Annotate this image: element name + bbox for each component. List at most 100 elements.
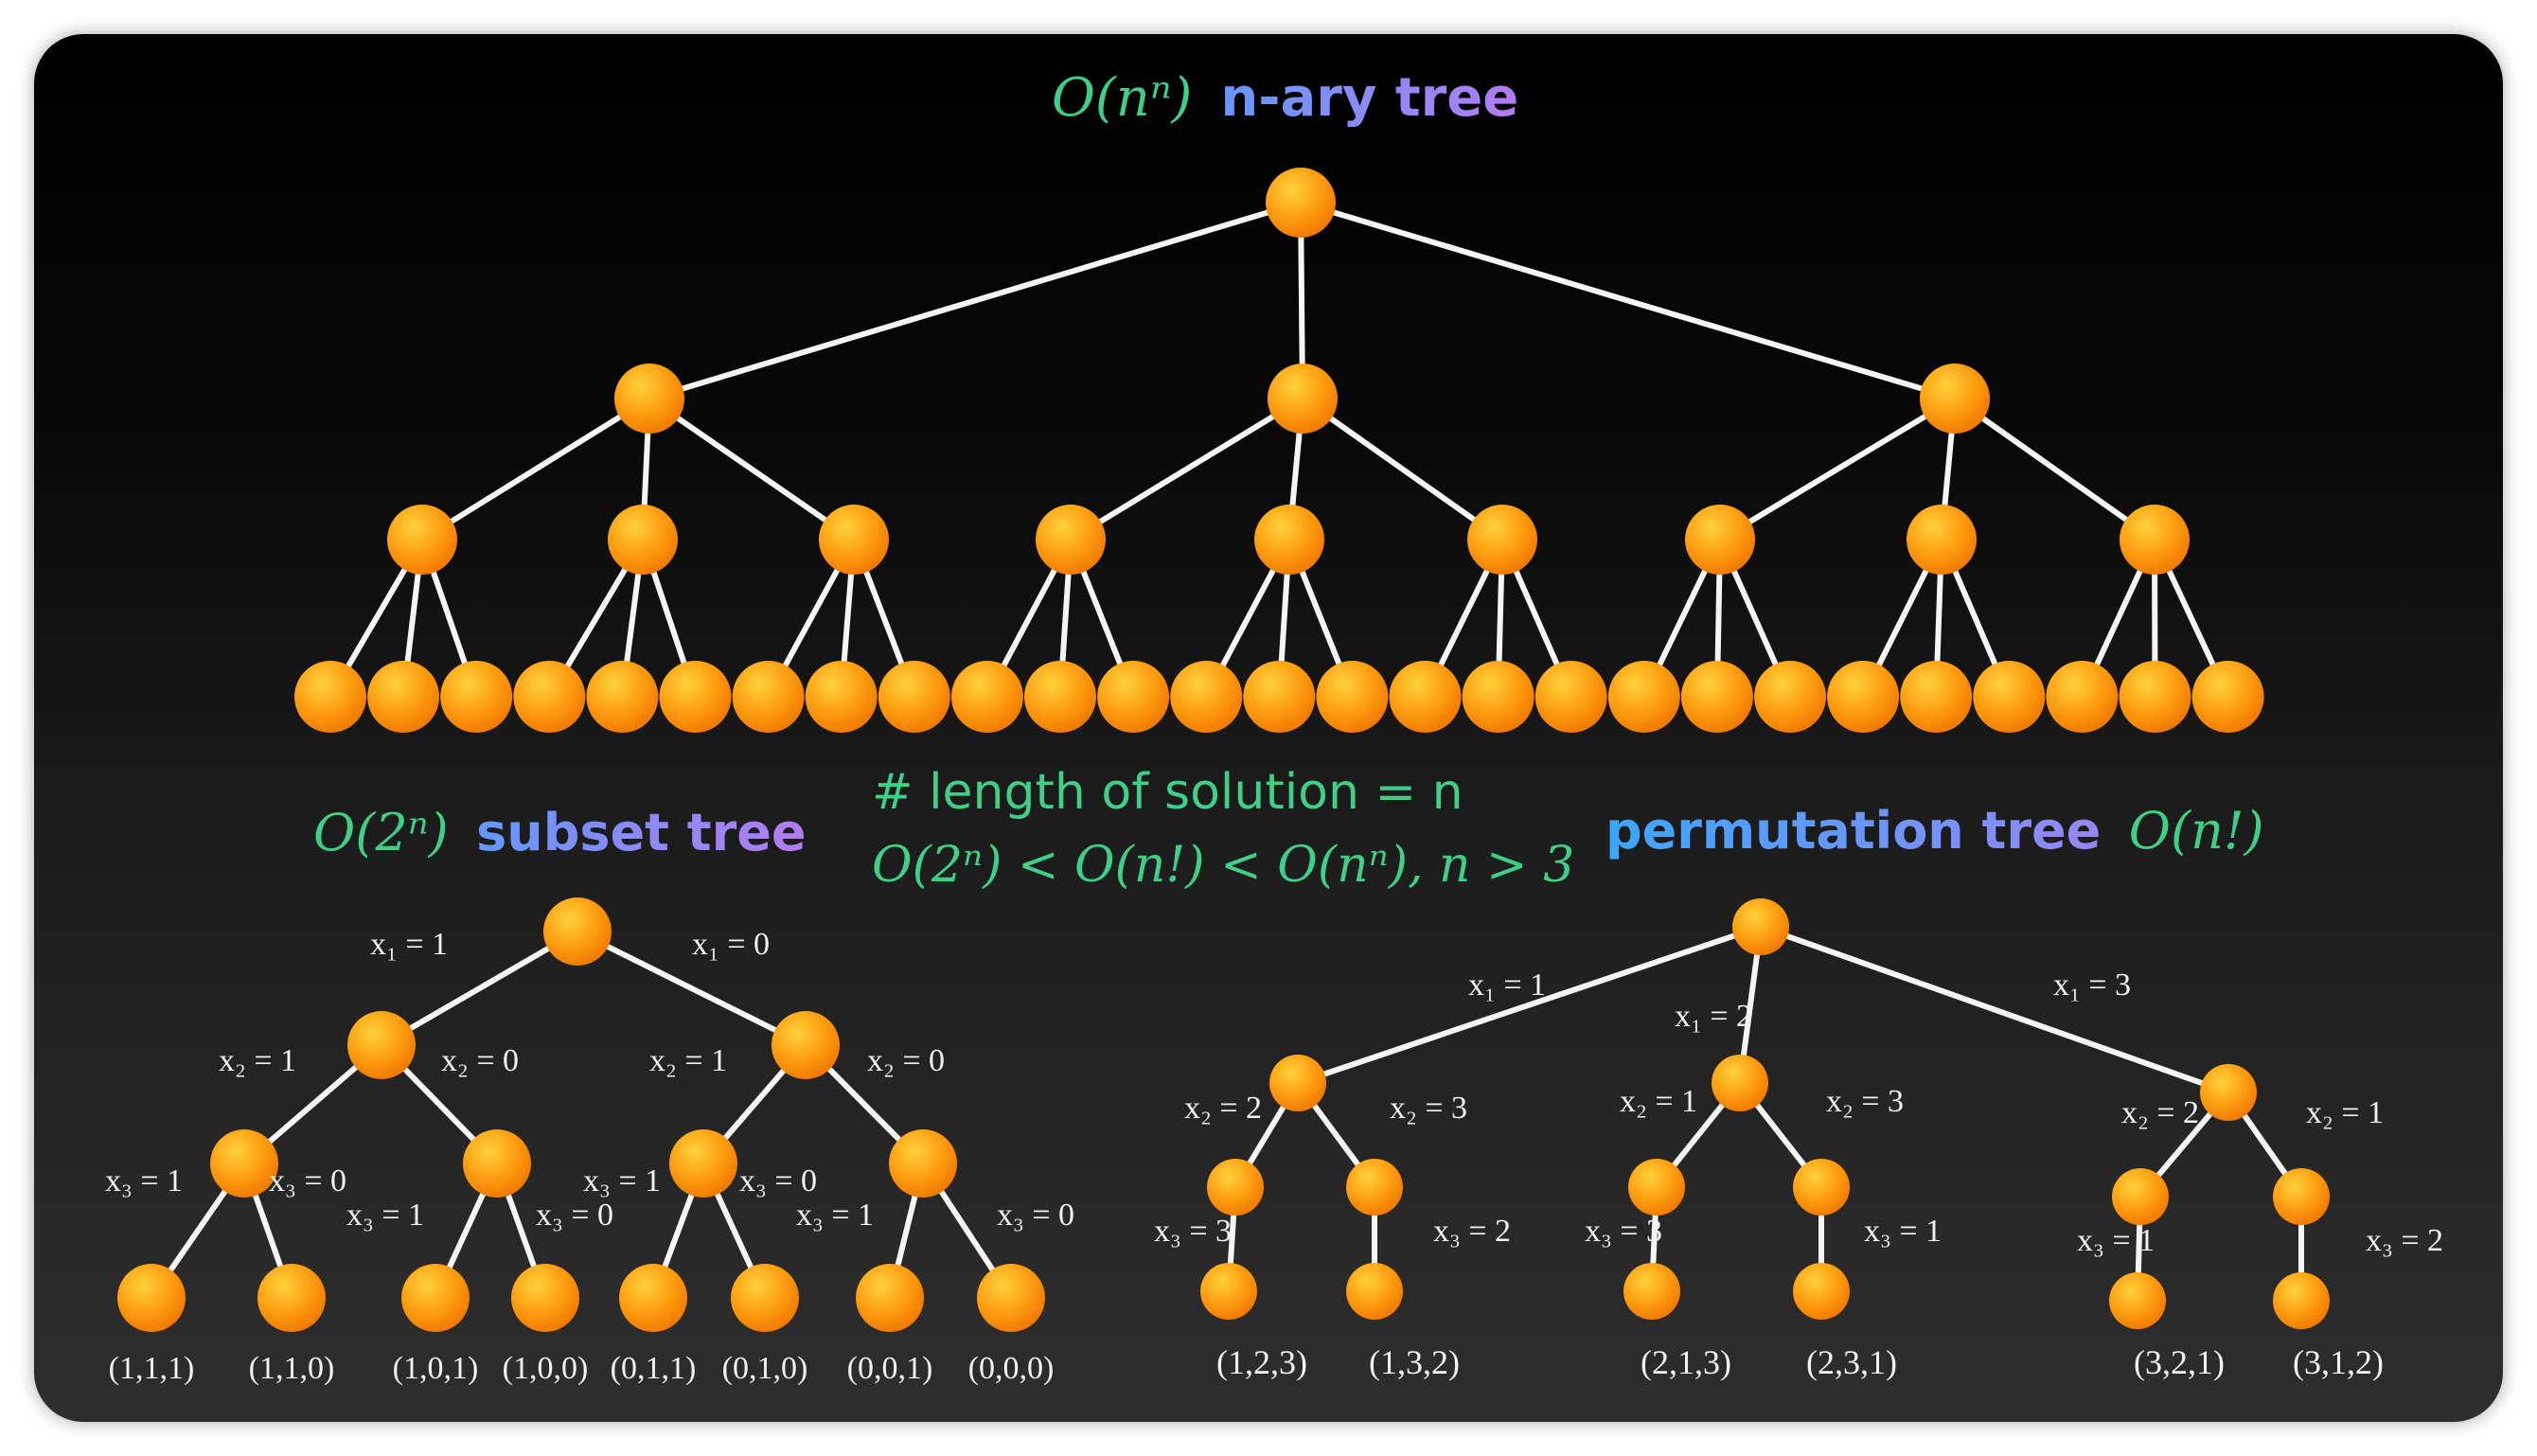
nary-edge <box>1068 396 1305 542</box>
nary-leaf-node <box>1680 661 1753 733</box>
nary-leaf-node <box>1827 661 1900 733</box>
nary-edge <box>419 396 652 542</box>
subset-edge-label: x₂ = 1 <box>649 1043 727 1078</box>
permutation-edge-label: x₂ = 3 <box>1826 1084 1904 1119</box>
permutation-edge-label: x₃ = 2 <box>1433 1214 1511 1249</box>
nary-leaf-node <box>659 661 732 733</box>
permutation-node <box>1793 1159 1850 1216</box>
permutation-leaf-label: (2,1,3) <box>1641 1343 1731 1381</box>
permutation-node <box>2200 1064 2257 1121</box>
permutation-leaf-label: (1,2,3) <box>1216 1343 1307 1381</box>
nary-leaf-node <box>1462 661 1535 733</box>
permutation-edge-label: x₃ = 2 <box>2366 1223 2443 1258</box>
permutation-node <box>1712 1055 1768 1111</box>
subset-node <box>463 1129 531 1198</box>
subset-node <box>347 1011 416 1079</box>
permutation-leaf-node <box>2109 1272 2166 1329</box>
permutation-edge-label: x₁ = 1 <box>1468 968 1546 1003</box>
nary-leaf-node <box>878 661 950 733</box>
subset-leaf-node <box>257 1264 326 1332</box>
nary-leaf-node <box>1097 661 1170 733</box>
subset-edge-label: x₂ = 0 <box>867 1043 945 1078</box>
permutation-node <box>1628 1159 1685 1216</box>
subset-edge-label: x₁ = 0 <box>692 927 770 962</box>
nary-edge <box>1952 396 2157 542</box>
nary-node <box>1685 505 1755 575</box>
subset-edge-label: x₂ = 1 <box>219 1043 296 1078</box>
nary-leaf-node <box>294 661 366 733</box>
subset-leaf-label: (1,1,1) <box>109 1351 195 1386</box>
nary-leaf-node <box>1535 661 1607 733</box>
nary-node <box>819 505 889 575</box>
tree-diagram: O(nⁿ) n-ary tree O(2ⁿ) subset tree permu… <box>105 67 2443 1386</box>
subset-root-node <box>543 897 612 966</box>
nary-leaf-node <box>513 661 586 733</box>
permutation-edge-label: x₃ = 1 <box>2077 1223 2155 1258</box>
nary-leaf-node <box>950 661 1023 733</box>
nary-leaf-node <box>2191 661 2264 733</box>
subset-edge-labels: x₁ = 1 x₁ = 0 x₂ = 1 x₂ = 0 x₂ = 1 x₂ = … <box>105 927 1074 1233</box>
permutation-edge-label: x₂ = 3 <box>1390 1091 1467 1126</box>
permutation-node <box>1207 1159 1264 1216</box>
nary-node <box>1268 364 1338 434</box>
permutation-leaf-label: (1,3,2) <box>1369 1343 1460 1381</box>
subset-node <box>669 1129 737 1198</box>
nary-leaf-node <box>1607 661 1680 733</box>
nary-leaf-node <box>1170 661 1243 733</box>
nary-edge <box>1717 396 1958 542</box>
nary-leaf-node <box>1316 661 1389 733</box>
subset-edge-label: x₁ = 1 <box>370 927 448 962</box>
permutation-leaf-labels: (1,2,3) (1,3,2) (2,1,3) (2,3,1) (3,2,1) … <box>1216 1343 2384 1381</box>
permutation-edge-label: x₃ = 3 <box>1154 1214 1232 1249</box>
nary-node <box>1467 505 1537 575</box>
nary-leaf-node <box>1243 661 1316 733</box>
nary-node <box>1907 505 1977 575</box>
permutation-leaf-label: (3,1,2) <box>2293 1343 2384 1381</box>
nary-leaf-node <box>440 661 513 733</box>
subset-edge-label: x₃ = 1 <box>346 1198 424 1233</box>
subset-leaf-labels: (1,1,1) (1,1,0) (1,0,1) (1,0,0) (0,1,1) … <box>109 1351 1055 1386</box>
nary-tree-heading: O(nⁿ) n-ary tree <box>1052 67 1518 129</box>
nary-leaf-node <box>1024 661 1096 733</box>
nary-edge <box>647 396 857 542</box>
subset-leaf-label: (0,0,1) <box>847 1351 933 1386</box>
nary-leaf-node <box>1754 661 1826 733</box>
complexity-comparison-text: O(2ⁿ) < O(n!) < O(nⁿ), n > 3 <box>872 837 1574 894</box>
nary-node <box>608 505 678 575</box>
permutation-edge <box>1758 924 2231 1095</box>
permutation-edge-label: x₁ = 2 <box>1675 999 1752 1034</box>
permutation-edge <box>1295 924 1764 1086</box>
permutation-edge-label: x₁ = 3 <box>2053 968 2131 1003</box>
nary-leaf-node <box>1973 661 2046 733</box>
nary-node <box>2120 505 2190 575</box>
subset-leaf-label: (1,1,0) <box>249 1351 335 1386</box>
nary-node <box>614 364 684 434</box>
permutation-node <box>1269 1055 1326 1111</box>
permutation-leaf-node <box>2273 1272 2330 1329</box>
subset-leaf-label: (0,1,1) <box>611 1351 697 1386</box>
subset-node <box>210 1129 278 1198</box>
subset-edge <box>379 929 580 1048</box>
slide-frame: O(nⁿ) n-ary tree O(2ⁿ) subset tree permu… <box>34 34 2503 1422</box>
permutation-leaf-label: (2,3,1) <box>1806 1343 1897 1381</box>
permutation-leaf-node <box>1200 1263 1257 1320</box>
permutation-edge-label: x₂ = 2 <box>2121 1095 2199 1130</box>
nary-node <box>387 505 457 575</box>
permutation-edge-label: x₂ = 2 <box>1184 1091 1262 1126</box>
subset-leaf-node <box>619 1264 687 1332</box>
subset-leaf-node <box>511 1264 579 1332</box>
subset-leaf-label: (0,0,0) <box>968 1351 1055 1386</box>
permutation-node <box>1346 1159 1403 1216</box>
nary-leaf-node <box>732 661 805 733</box>
subset-leaf-node <box>117 1264 186 1332</box>
nary-leaf-node <box>1389 661 1462 733</box>
subset-edge-label: x₃ = 1 <box>105 1163 183 1199</box>
subset-edge-label: x₃ = 0 <box>739 1163 817 1199</box>
permutation-node <box>2273 1168 2330 1225</box>
subset-edge-label: x₃ = 0 <box>997 1198 1074 1233</box>
nary-leaf-node <box>2046 661 2119 733</box>
tree-nodes <box>117 168 2330 1332</box>
solution-length-text: # length of solution = n <box>872 764 1464 821</box>
nary-leaf-node <box>805 661 878 733</box>
subset-leaf-label: (0,1,0) <box>722 1351 808 1386</box>
